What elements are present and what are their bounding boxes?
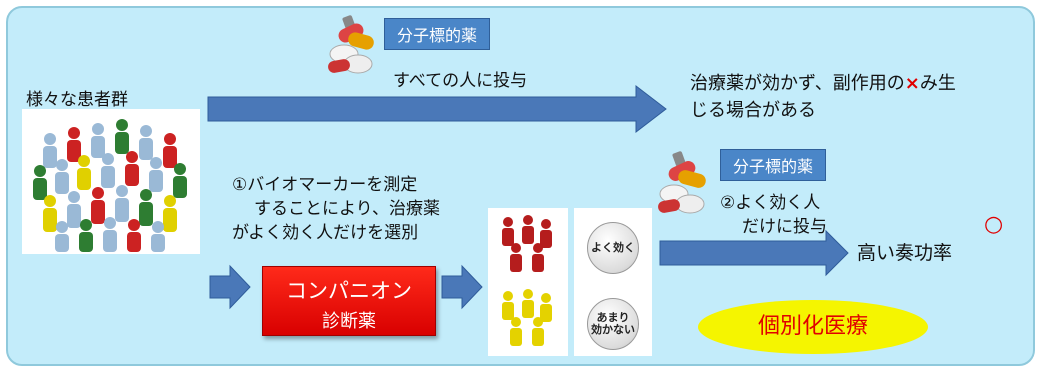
drug-label-top: 分子標的薬 — [384, 18, 491, 50]
arrow-all-patients — [207, 84, 667, 134]
badge-effective: よく効く — [587, 222, 639, 274]
badge-not-effective: あまり効かない — [587, 298, 639, 350]
biomarker-line1: ①バイオマーカーを測定 — [232, 175, 418, 195]
grouped-patients — [488, 208, 568, 356]
patients-crowd — [33, 119, 187, 252]
biomarker-line2: することにより、治療薬 — [254, 199, 440, 219]
effective-line2: だけに投与 — [742, 217, 827, 237]
all-people-text: すべての人に投与 — [393, 71, 528, 91]
pills-icon-2 — [658, 151, 706, 214]
circle-mark: ○ — [984, 212, 1004, 237]
effective-group — [502, 215, 552, 272]
outcome-top-line1: 治療薬が効かず、副作用の×み生 — [690, 73, 956, 94]
companion-diagnostic-box: コンパニオン 診断薬 — [262, 266, 436, 336]
cross-mark: × — [904, 73, 920, 94]
outcome-top-line2: じる場合がある — [690, 100, 816, 121]
patients-title: 様々な患者群 — [26, 90, 128, 110]
effect-badges: よく効く あまり効かない — [574, 208, 652, 356]
crowd-figures — [33, 119, 187, 252]
personalized-medicine-oval: 個別化医療 — [698, 300, 928, 354]
effective-line1: ②よく効く人 — [720, 193, 821, 213]
companion-line1: コンパニオン — [286, 279, 412, 303]
grouped-figures — [502, 215, 552, 346]
arrow-to-companion — [209, 264, 251, 310]
patients-image — [22, 109, 200, 254]
arrow-to-high-rate — [659, 229, 849, 277]
poor-group — [502, 289, 552, 346]
arrow-to-groups — [441, 264, 483, 310]
high-response-rate: 高い奏功率 — [857, 242, 953, 264]
pills-icon — [328, 15, 374, 74]
drug-label-mid: 分子標的薬 — [720, 149, 827, 181]
companion-line2: 診断薬 — [322, 311, 376, 332]
biomarker-line3: がよく効く人だけを選別 — [232, 223, 419, 243]
